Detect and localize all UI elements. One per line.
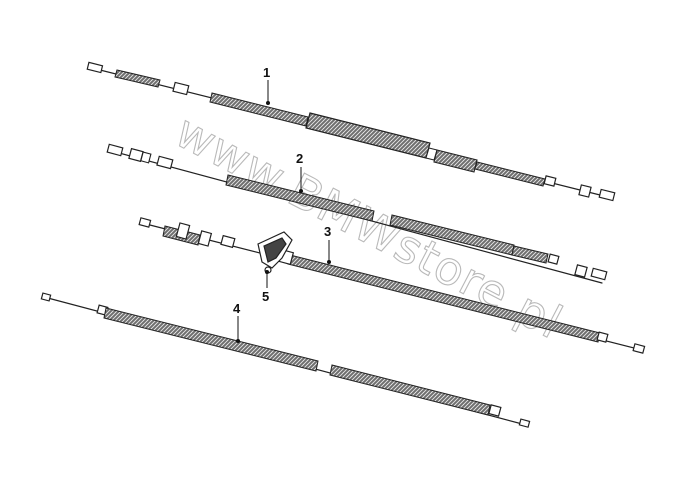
cable-3[interactable] bbox=[138, 217, 646, 354]
cable-1[interactable] bbox=[86, 61, 616, 202]
callout-3: 3 bbox=[324, 224, 331, 264]
callout-1: 1 bbox=[263, 65, 270, 105]
callout-label-3: 3 bbox=[324, 224, 331, 239]
callout-label-5: 5 bbox=[262, 289, 269, 304]
callout-4: 4 bbox=[233, 301, 241, 343]
cable-4[interactable] bbox=[40, 292, 531, 428]
callout-label-1: 1 bbox=[263, 65, 270, 80]
callout-2: 2 bbox=[296, 151, 303, 193]
callout-label-2: 2 bbox=[296, 151, 303, 166]
callout-5: 5 bbox=[262, 270, 269, 304]
callout-label-4: 4 bbox=[233, 301, 241, 316]
cable-2[interactable] bbox=[106, 143, 608, 284]
